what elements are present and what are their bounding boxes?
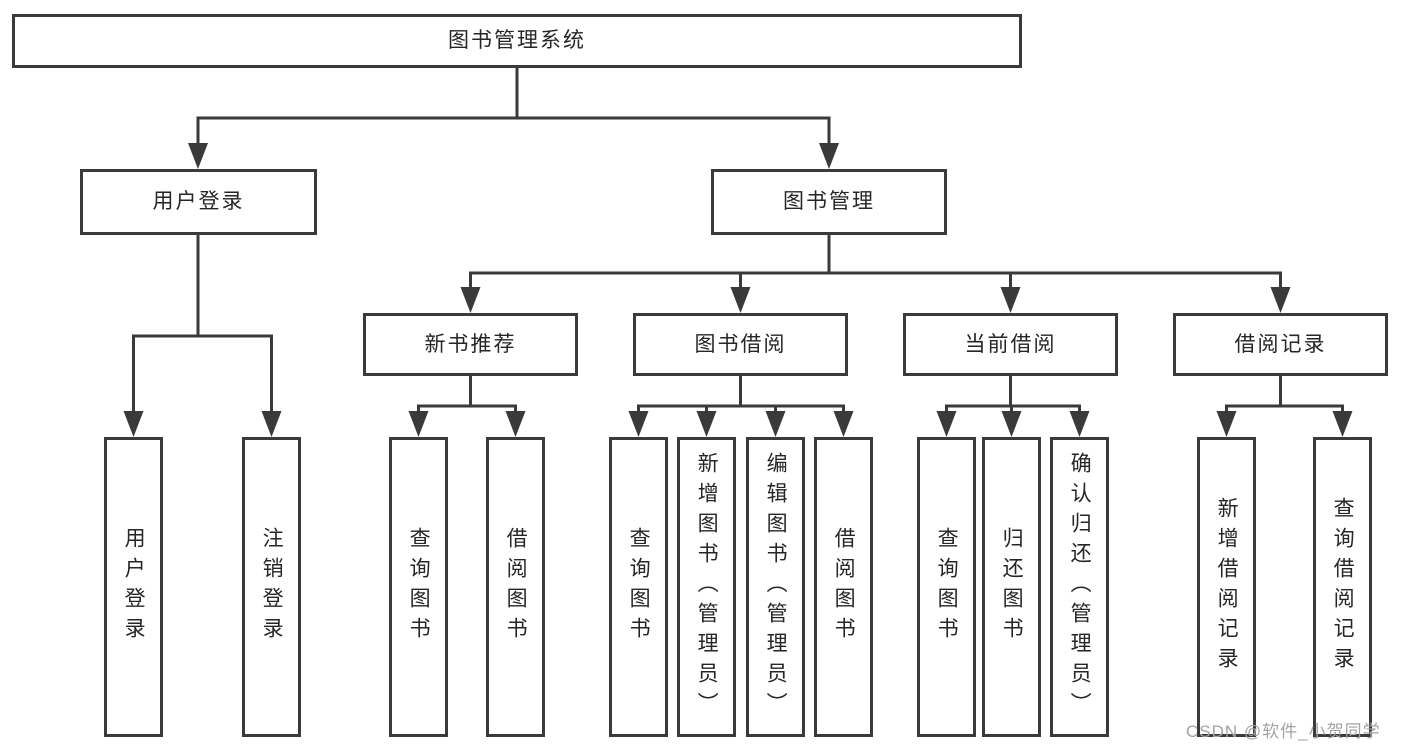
leaf-borrow-books-recommend: 借阅图书	[486, 437, 545, 737]
node-book-management: 图书管理	[711, 169, 947, 235]
leaf-add-books-admin: 新增图书（管理员）	[677, 437, 736, 737]
node-book-borrow: 图书借阅	[633, 313, 848, 376]
csdn-watermark: CSDN @软件_小贺同学	[1186, 722, 1381, 741]
arrowhead-icons	[123, 143, 1353, 437]
node-current-borrow: 当前借阅	[903, 313, 1118, 376]
leaf-query-books-current: 查询图书	[917, 437, 976, 737]
leaf-query-books-borrow: 查询图书	[609, 437, 668, 737]
leaf-add-borrow-record: 新增借阅记录	[1197, 437, 1256, 737]
leaf-edit-books-admin: 编辑图书（管理员）	[746, 437, 805, 737]
leaf-confirm-return-admin: 确认归还（管理员）	[1050, 437, 1109, 737]
leaf-borrow-books: 借阅图书	[814, 437, 873, 737]
leaf-return-books: 归还图书	[982, 437, 1041, 737]
node-user-login: 用户登录	[80, 169, 317, 235]
leaf-logout: 注销登录	[242, 437, 301, 737]
leaf-query-books-recommend: 查询图书	[389, 437, 448, 737]
node-new-book-recommend: 新书推荐	[363, 313, 578, 376]
leaf-user-login: 用户登录	[104, 437, 163, 737]
node-root-library-management-system: 图书管理系统	[12, 14, 1022, 68]
leaf-query-borrow-record: 查询借阅记录	[1313, 437, 1372, 737]
node-borrow-records: 借阅记录	[1173, 313, 1388, 376]
